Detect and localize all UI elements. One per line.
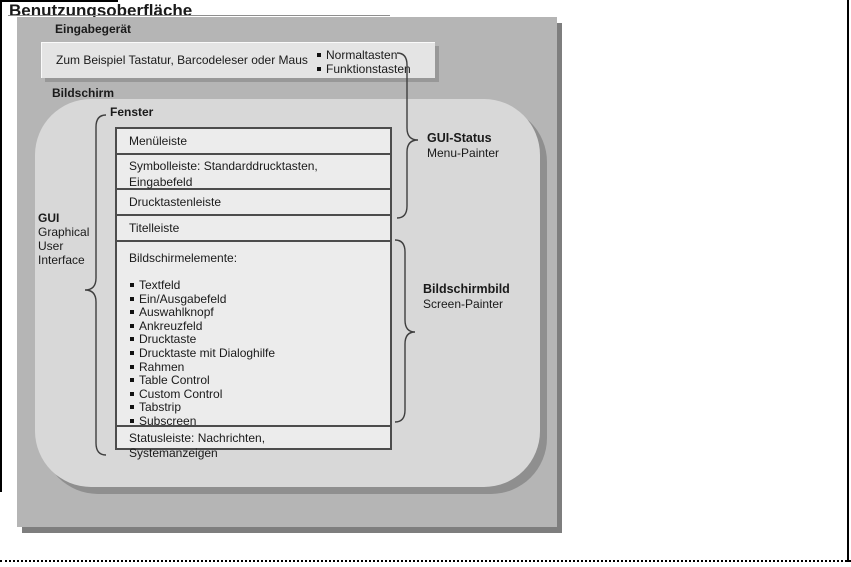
- screen-image-title: Bildschirmbild: [423, 282, 510, 296]
- window-label: Fenster: [110, 105, 154, 119]
- title-underline: [8, 15, 390, 16]
- list-item-label: Ankreuzfeld: [139, 318, 203, 333]
- list-item: Drucktaste: [130, 333, 390, 347]
- list-item: Auswahlknopf: [130, 305, 390, 320]
- gui-line: Graphical: [38, 225, 90, 239]
- screen-image-subtitle: Screen-Painter: [423, 297, 504, 311]
- bullet-item: Normaltasten: [317, 48, 411, 62]
- list-item-label: Custom Control: [139, 386, 223, 401]
- screen-elements-title: Bildschirmelemente:: [129, 251, 238, 265]
- list-item-label: Auswahlknopf: [139, 305, 214, 320]
- diagram-canvas: Eingabegerät Zum Beispiel Tastatur, Barc…: [17, 17, 557, 527]
- gui-label-block: GUI Graphical User Interface: [38, 211, 89, 267]
- list-item-label: Drucktaste mit Dialoghilfe: [139, 345, 276, 360]
- input-device-label: Eingabegerät: [55, 22, 132, 36]
- bullet-square-icon: [130, 310, 134, 315]
- list-item-label: Table Control: [139, 373, 210, 388]
- gui-status-title: GUI-Status: [427, 131, 492, 145]
- gui-line: Interface: [38, 253, 85, 267]
- list-item-label: Drucktaste: [139, 332, 197, 347]
- window-table: Menüleiste Symbolleiste: Standarddruckta…: [115, 127, 392, 460]
- bullet-square-icon: [130, 391, 134, 396]
- bullet-item: Funktionstasten: [317, 62, 411, 76]
- gui-title: GUI: [38, 211, 60, 225]
- list-item: Table Control: [130, 373, 390, 388]
- bullet-square-icon: [317, 67, 321, 71]
- list-item: Tabstrip: [130, 401, 390, 415]
- bullet-label: Funktionstasten: [326, 62, 411, 76]
- bullet-square-icon: [130, 296, 134, 301]
- bullet-square-icon: [130, 418, 134, 423]
- list-item: Subscreen: [130, 413, 390, 429]
- pushbutton-bar-row: Drucktastenleiste: [117, 190, 390, 216]
- list-item: Drucktaste mit Dialoghilfe: [130, 345, 390, 361]
- bullet-square-icon: [317, 53, 321, 57]
- list-item-label: Tabstrip: [139, 400, 182, 415]
- list-item: Rahmen: [130, 359, 390, 375]
- screen-elements-list: Textfeld Ein/Ausgabefeld Auswahlknopf An…: [117, 278, 390, 429]
- gui-status-subtitle: Menu-Painter: [427, 146, 500, 160]
- status-bar-row: Statusleiste: Nachrichten, Systemanzeige…: [117, 427, 390, 460]
- bullet-square-icon: [130, 283, 134, 287]
- bullet-square-icon: [130, 350, 134, 355]
- input-device-box: Zum Beispiel Tastatur, Barcodeleser oder…: [41, 42, 435, 78]
- bullet-square-icon: [130, 364, 134, 369]
- input-device-description: Zum Beispiel Tastatur, Barcodeleser oder…: [56, 53, 308, 67]
- bullet-label: Normaltasten: [326, 48, 398, 62]
- bullet-square-icon: [130, 405, 134, 410]
- list-item: Textfeld: [130, 278, 390, 293]
- input-device-bullets: Normaltasten Funktionstasten: [317, 48, 411, 76]
- list-item: Ankreuzfeld: [130, 318, 390, 334]
- list-item-label: Subscreen: [139, 413, 197, 428]
- screen-elements-box: Bildschirmelemente: Textfeld Ein/Ausgabe…: [117, 242, 390, 429]
- screen-label: Bildschirm: [52, 86, 115, 100]
- bullet-square-icon: [130, 378, 134, 383]
- screen-image-label-block: Bildschirmbild Screen-Painter: [423, 282, 510, 312]
- bullet-square-icon: [130, 323, 134, 328]
- page-border-left: [0, 0, 2, 492]
- page-border-bottom: [0, 560, 851, 562]
- list-item-label: Ein/Ausgabefeld: [139, 291, 227, 306]
- menu-bar-row: Menüleiste: [117, 129, 390, 155]
- list-item: Custom Control: [130, 386, 390, 402]
- title-bar-row: Titelleiste: [117, 216, 390, 242]
- page-border-right: [847, 0, 849, 562]
- list-item-label: Textfeld: [139, 278, 181, 292]
- page-border-top: [0, 0, 118, 2]
- gui-status-label-block: GUI-Status Menu-Painter: [427, 131, 499, 161]
- gui-line: User: [38, 239, 64, 253]
- symbol-bar-row: Symbolleiste: Standarddrucktasten, Einga…: [117, 155, 390, 190]
- bullet-square-icon: [130, 337, 134, 342]
- list-item-label: Rahmen: [139, 359, 185, 374]
- list-item: Ein/Ausgabefeld: [130, 291, 390, 307]
